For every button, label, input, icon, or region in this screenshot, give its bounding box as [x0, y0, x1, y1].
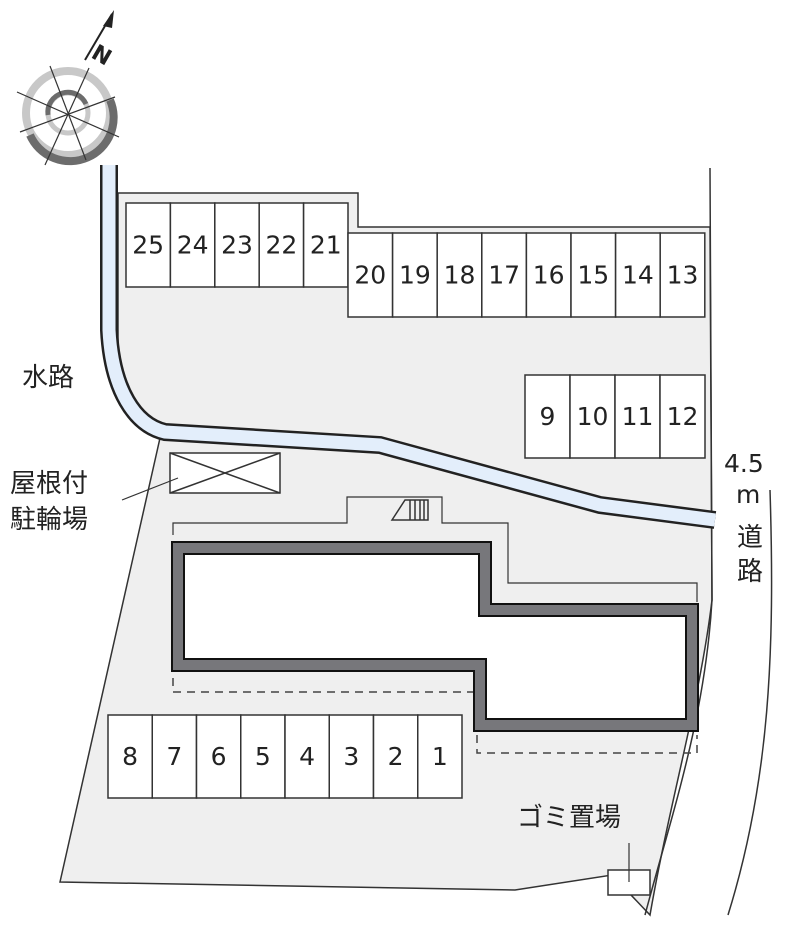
covered-bike-parking: [169, 452, 281, 494]
parking-space-number: 4: [299, 742, 315, 771]
parking-space-number: 2: [388, 742, 404, 771]
parking-space-23: 23: [214, 202, 260, 288]
parking-space-number: 14: [622, 261, 654, 290]
parking-space-18: 18: [436, 232, 483, 318]
parking-space-9: 9: [524, 374, 571, 459]
parking-space-24: 24: [169, 202, 216, 288]
parking-space-15: 15: [570, 232, 617, 318]
garbage-label: ゴミ置場: [517, 803, 621, 833]
parking-space-1: 1: [417, 714, 463, 799]
parking-space-box: [569, 374, 616, 459]
parking-space-number: 18: [444, 261, 476, 290]
building-wall: [173, 543, 697, 730]
parking-space-8: 8: [107, 714, 153, 799]
bike-parking-label-1: 屋根付: [10, 469, 88, 499]
parking-space-number: 16: [533, 261, 565, 290]
parking-space-number: 7: [166, 742, 182, 771]
road-width-label: 4.5: [724, 449, 764, 478]
parking-space-number: 22: [265, 231, 297, 260]
parking-space-4: 4: [284, 714, 330, 799]
waterway-label: 水路: [22, 363, 74, 393]
parking-space-box: [107, 714, 153, 799]
parking-space-number: 13: [667, 261, 699, 290]
parking-space-box: [570, 232, 617, 318]
parking-space-box: [659, 232, 706, 318]
bike-parking-label-2: 駐輪場: [10, 505, 88, 535]
parking-space-number: 17: [488, 261, 520, 290]
parking-space-box: [328, 714, 375, 799]
parking-space-number: 12: [667, 402, 699, 431]
parking-space-box: [614, 232, 661, 318]
parking-space-box: [347, 232, 394, 318]
road-edge-right: [727, 489, 773, 916]
parking-space-number: 25: [132, 231, 164, 260]
parking-space-box: [481, 232, 528, 318]
parking-space-16: 16: [525, 232, 572, 318]
parking-space-number: 15: [577, 261, 609, 290]
dashed-line-right: [476, 735, 698, 754]
road-label-2: 路: [737, 557, 763, 587]
parking-space-21: 21: [302, 202, 349, 288]
parking-space-3: 3: [328, 714, 375, 799]
parking-space-number: 1: [432, 742, 448, 771]
parking-space-box: [240, 714, 286, 799]
road-edge-left: [644, 167, 713, 916]
parking-space-6: 6: [195, 714, 242, 799]
parking-space-22: 22: [258, 202, 305, 288]
parking-space-20: 20: [347, 232, 394, 318]
parking-space-25: 25: [125, 202, 172, 288]
parking-space-17: 17: [481, 232, 528, 318]
parking-space-box: [151, 714, 198, 799]
parking-space-number: 3: [343, 742, 359, 771]
parking-space-box: [524, 374, 571, 459]
parking-space-number: 5: [255, 742, 271, 771]
building-footprint: [172, 496, 698, 602]
parking-space-14: 14: [614, 232, 661, 318]
parking-space-19: 19: [391, 232, 438, 318]
parking-space-number: 11: [622, 402, 654, 431]
parking-space-number: 9: [540, 402, 556, 431]
parking-space-box: [614, 374, 661, 459]
parking-space-box: [125, 202, 172, 288]
parking-space-box: [372, 714, 419, 799]
parking-space-box: [436, 232, 483, 318]
stairs-icon: [390, 499, 429, 521]
road-label-1: 道: [737, 523, 763, 553]
parking-space-7: 7: [151, 714, 198, 799]
parking-space-number: 20: [354, 261, 386, 290]
compass-icon: [16, 10, 120, 166]
parking-space-box: [258, 202, 305, 288]
parking-space-number: 21: [310, 231, 342, 260]
dashed-line-left: [172, 678, 473, 693]
parking-space-box: [195, 714, 242, 799]
parking-space-box: [659, 374, 706, 459]
road-unit-label: m: [736, 480, 760, 509]
parking-space-10: 10: [569, 374, 616, 459]
parking-space-number: 23: [221, 231, 253, 260]
compass-north-label: N: [87, 40, 115, 71]
parking-space-11: 11: [614, 374, 661, 459]
parking-space-2: 2: [372, 714, 419, 799]
parking-space-number: 19: [399, 261, 431, 290]
bike-leader-line: [121, 477, 179, 501]
parking-space-box: [417, 714, 463, 799]
parking-space-number: 10: [577, 402, 609, 431]
parking-space-number: 8: [122, 742, 138, 771]
parking-space-13: 13: [659, 232, 706, 318]
parking-space-number: 24: [177, 231, 209, 260]
parking-space-5: 5: [240, 714, 286, 799]
parking-space-12: 12: [659, 374, 706, 459]
parking-space-number: 6: [211, 742, 227, 771]
waterway-water: [102, 165, 716, 527]
